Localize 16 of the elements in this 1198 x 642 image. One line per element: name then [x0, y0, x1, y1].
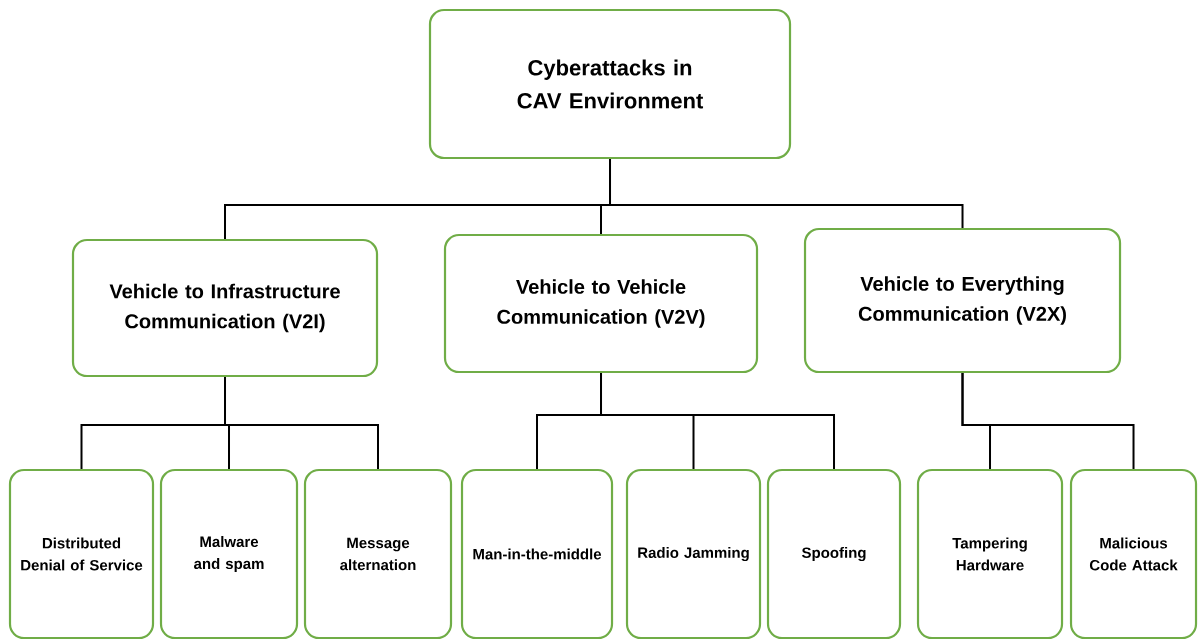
attack-box: Malware and spam — [159, 468, 299, 640]
connector-line — [609, 158, 964, 229]
root-box: Cyberattacks in CAV Environment — [428, 8, 792, 160]
connector-line — [961, 372, 1135, 470]
attack-box: Spoofing — [766, 468, 902, 640]
connector-line — [224, 376, 379, 470]
category-box: Vehicle to Infrastructure Communication (V2I) — [71, 238, 379, 378]
category-box: Vehicle to Everything Communication (V2X) — [803, 227, 1122, 374]
attack-box: Message alternation — [303, 468, 453, 640]
attack-box: Distributed Denial of Service — [8, 468, 155, 640]
category-box: Vehicle to Vehicle Communication (V2V) — [443, 233, 759, 374]
connector-line — [600, 372, 835, 470]
attack-box: Man-in-the-middle — [460, 468, 614, 640]
attack-box: Malicious Code Attack — [1069, 468, 1198, 640]
attack-box: Tampering Hardware — [916, 468, 1064, 640]
attack-box: Radio Jamming — [625, 468, 762, 640]
